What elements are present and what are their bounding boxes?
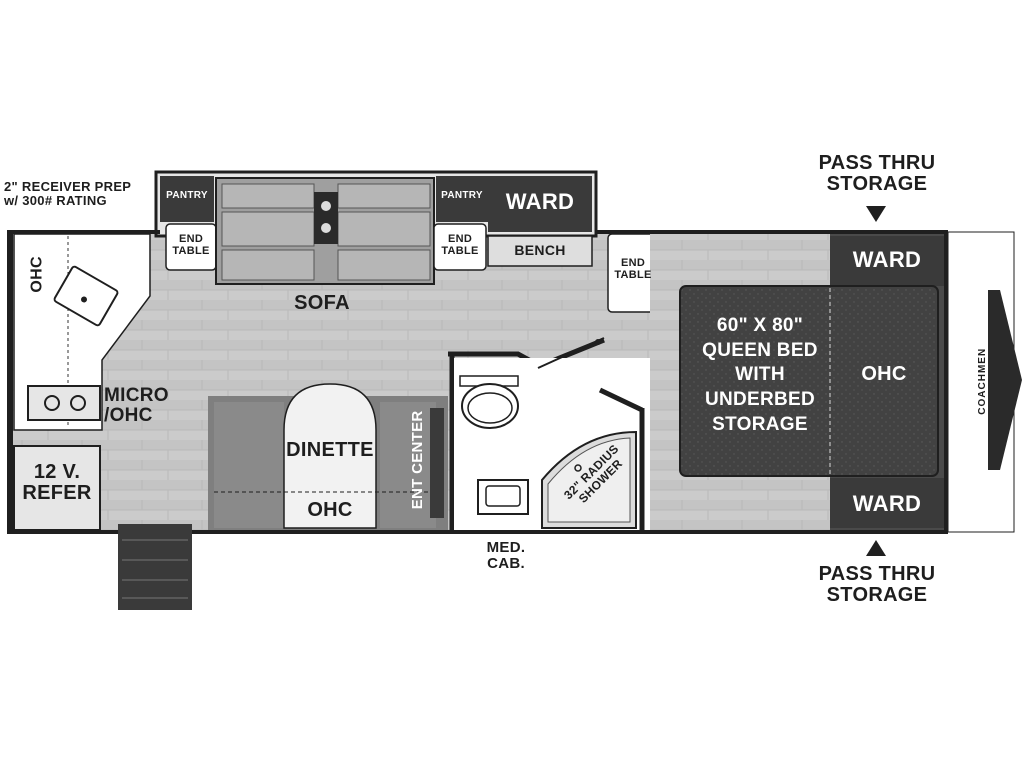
- wardrobe-top: [488, 176, 592, 232]
- pass-thru-arrow-top: [866, 206, 886, 222]
- bed-label: 60" X 80" QUEEN BED WITH UNDERBED STORAG…: [690, 314, 830, 437]
- pass-thru-bottom-line-2: STORAGE: [826, 584, 928, 606]
- micro-label: MICRO /OHC: [104, 386, 176, 426]
- micro-line-2: /OHC: [104, 404, 153, 426]
- end-table-right-label: END TABLE: [434, 233, 486, 257]
- med-cab-line-1: MED.: [486, 539, 526, 556]
- refrigerator: [13, 445, 101, 531]
- sofa: [215, 177, 435, 285]
- receiver-line-2: w/ 300# RATING: [4, 192, 107, 208]
- sofa-label: SOFA: [294, 292, 350, 314]
- kitchen-counter: [13, 233, 151, 431]
- brand-logo: COACHMEN: [976, 347, 988, 415]
- entry-steps: [118, 524, 192, 610]
- end-table-left-line-2: TABLE: [172, 244, 210, 257]
- bench: [487, 235, 593, 267]
- radius-shower: [541, 430, 637, 529]
- end-table-left-label: END TABLE: [166, 233, 216, 257]
- end-table-bedroom-label: END TABLE: [608, 257, 658, 281]
- queen-bed: [679, 285, 939, 477]
- bed-line-3: WITH: [735, 364, 785, 386]
- refer-line-1: 12 V.: [33, 461, 81, 483]
- bed-line-2: QUEEN BED: [702, 339, 818, 361]
- ohc-bed-label: OHC: [861, 363, 907, 385]
- bed-line-1: 60" X 80": [716, 315, 804, 336]
- pass-thru-arrow-bottom: [866, 540, 886, 556]
- end-table-bedroom-line-1: END: [620, 257, 646, 269]
- bathroom-sink: [477, 479, 529, 515]
- dinette-label: DINETTE: [286, 439, 374, 461]
- pantry-right: [436, 176, 488, 222]
- front-cap: [947, 231, 1022, 533]
- end-table-right: [433, 223, 487, 271]
- toilet: [459, 375, 519, 429]
- stove: [27, 385, 101, 421]
- pass-thru-bottom-line-1: PASS THRU: [818, 563, 936, 585]
- pass-thru-top-line-2: STORAGE: [826, 173, 928, 195]
- bed-line-4: UNDERBED: [704, 389, 816, 411]
- pantry-right-label: PANTRY: [441, 190, 483, 201]
- ward-front-bottom-label: WARD: [852, 491, 922, 516]
- receiver-line-1: 2" RECEIVER PREP: [4, 179, 132, 194]
- pass-thru-bottom-label: PASS THRU STORAGE: [810, 564, 944, 606]
- refer-label: 12 V. REFER: [14, 462, 100, 504]
- bench-label: BENCH: [514, 242, 566, 258]
- med-cab-line-2: CAB.: [487, 554, 525, 572]
- ward-front-top-label: WARD: [852, 247, 922, 272]
- ward-top-label: WARD: [505, 189, 575, 214]
- kitchen-sink: [53, 265, 119, 327]
- end-table-left-line-1: END: [178, 233, 204, 245]
- med-cab-label: MED. CAB.: [476, 540, 536, 572]
- ent-center-label: ENT CENTER: [409, 410, 427, 510]
- micro-line-1: MICRO: [104, 385, 169, 406]
- refer-line-2: REFER: [22, 482, 92, 504]
- dinette-ohc-label: OHC: [307, 499, 353, 521]
- pass-thru-top-line-1: PASS THRU: [818, 152, 936, 174]
- end-table-right-line-1: END: [447, 233, 473, 245]
- pass-thru-top-label: PASS THRU STORAGE: [810, 153, 944, 195]
- pantry-left: [160, 176, 214, 222]
- ohc-left-label: OHC: [28, 256, 46, 293]
- end-table-bedroom-line-2: TABLE: [614, 268, 652, 281]
- receiver-label: 2" RECEIVER PREP w/ 300# RATING: [4, 180, 154, 207]
- end-table-right-line-2: TABLE: [441, 244, 479, 257]
- bed-line-5: STORAGE: [712, 413, 808, 435]
- pantry-left-label: PANTRY: [166, 190, 208, 201]
- dinette: [208, 383, 448, 530]
